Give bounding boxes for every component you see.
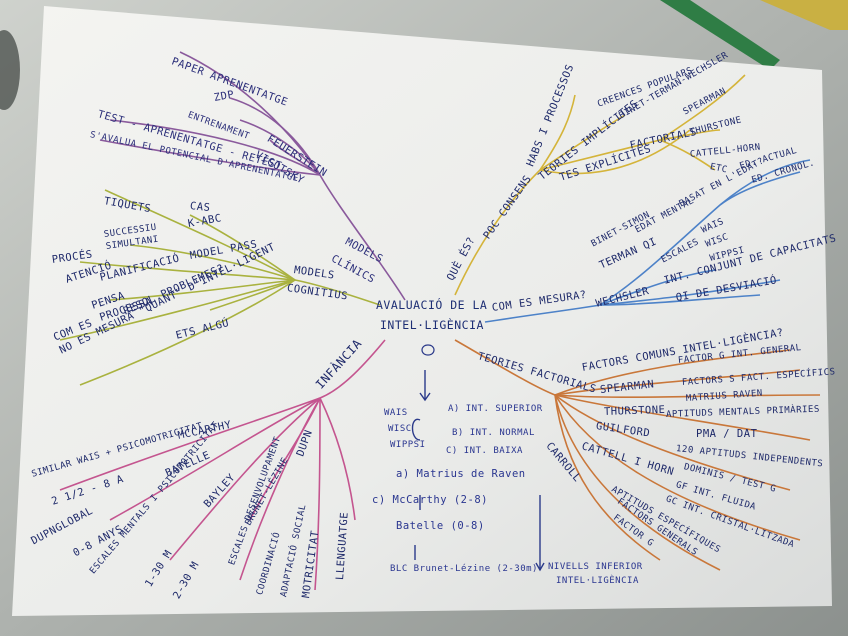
note-b: b) Int. normal bbox=[452, 428, 535, 438]
note-a: a) Int. superior bbox=[448, 404, 543, 414]
note-batelle: Batelle (0-8) bbox=[396, 520, 485, 532]
note-wippsi: WIPPSI bbox=[390, 440, 426, 450]
factorials-item-6: Thurstone bbox=[604, 404, 666, 418]
note-wais: WAIS bbox=[384, 408, 408, 418]
cognitius-item-2: CAS bbox=[189, 200, 211, 214]
center-title-line-1: Avaluació de la bbox=[376, 298, 487, 312]
center-title-line-2: Intel·ligència bbox=[380, 318, 484, 332]
note-raven: a) Matrius de Raven bbox=[396, 468, 526, 480]
note-nivells-2: intel·ligència bbox=[556, 576, 639, 586]
note-wisc: WISC bbox=[388, 424, 412, 434]
note-mccarthy: c) McCarthy (2-8) bbox=[372, 494, 488, 506]
note-c: c) Int. baixa bbox=[446, 446, 523, 456]
note-nivells: Nivells inferior bbox=[548, 562, 643, 572]
note-blc: BLC Brunet-Lézine (2-30m) bbox=[390, 564, 538, 574]
factorials-item-9: PMA / DAT bbox=[696, 428, 757, 440]
